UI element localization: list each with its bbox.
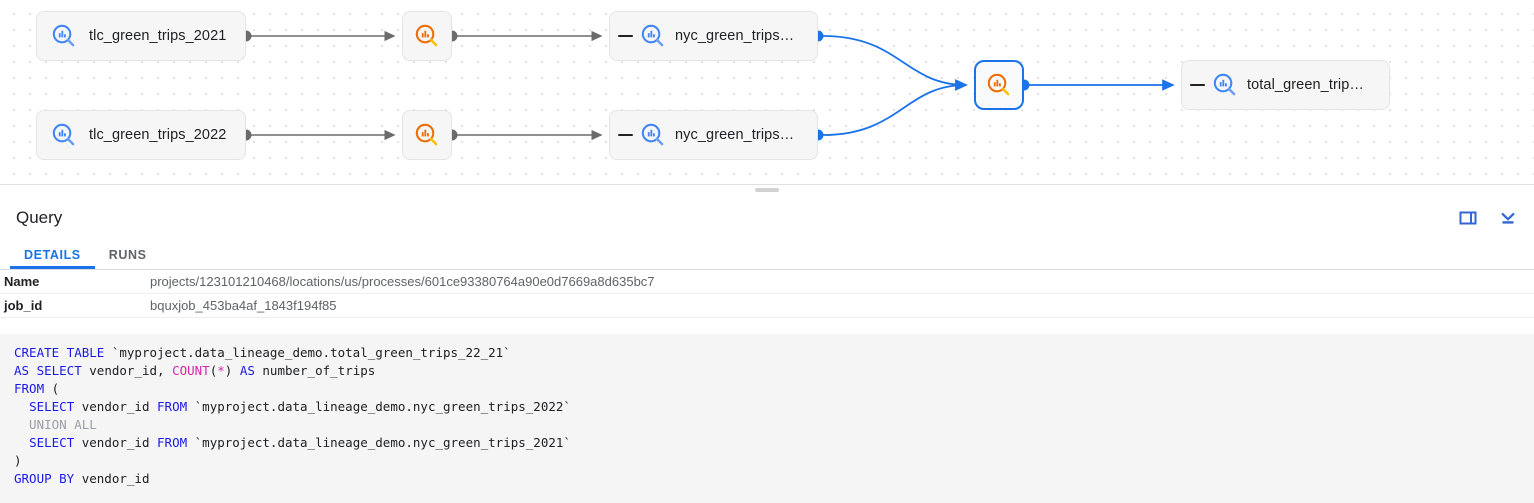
table-row: job_id bquxjob_453ba4af_1843f194f85	[0, 294, 1534, 318]
graph-node-total-green-trips[interactable]: total_green_trip…	[1181, 60, 1390, 110]
bigquery-table-icon	[1212, 72, 1238, 98]
sql-line: AS SELECT vendor_id, COUNT(*) AS number_…	[14, 363, 376, 378]
collapse-node-icon[interactable]	[1182, 83, 1212, 87]
table-row: Name projects/123101210468/locations/us/…	[0, 270, 1534, 294]
detail-value-job-id: bquxjob_453ba4af_1843f194f85	[150, 298, 337, 313]
query-details-panel: Query DETAILS RUNS Name projects/1231012…	[0, 195, 1534, 503]
bigquery-table-icon	[640, 122, 666, 148]
detail-value-name: projects/123101210468/locations/us/proce…	[150, 274, 655, 289]
collapse-node-icon[interactable]	[610, 34, 640, 38]
graph-node-tlc-green-trips-2021[interactable]: tlc_green_trips_2021	[36, 11, 246, 61]
sql-line: SELECT vendor_id FROM `myproject.data_li…	[29, 399, 571, 414]
sql-line: FROM (	[14, 381, 60, 396]
bigquery-table-icon	[51, 122, 77, 148]
bigquery-process-icon	[414, 122, 440, 148]
panel-divider	[0, 184, 1534, 195]
details-table: Name projects/123101210468/locations/us/…	[0, 270, 1534, 318]
graph-node-label: nyc_green_trips…	[675, 127, 795, 143]
graph-node-label: total_green_trip…	[1247, 77, 1364, 93]
graph-node-label: tlc_green_trips_2021	[89, 28, 227, 44]
sql-line: CREATE TABLE `myproject.data_lineage_dem…	[14, 345, 511, 360]
lineage-graph-canvas[interactable]: tlc_green_trips_2021 tlc_green_trips_202…	[0, 0, 1534, 184]
tab-runs[interactable]: RUNS	[108, 247, 147, 262]
sql-code-block[interactable]: CREATE TABLE `myproject.data_lineage_dem…	[0, 334, 1534, 503]
graph-node-process-2022[interactable]	[402, 110, 452, 160]
bigquery-table-icon	[51, 23, 77, 49]
graph-node-process-union-selected[interactable]	[974, 60, 1024, 110]
sql-line: SELECT vendor_id FROM `myproject.data_li…	[29, 435, 571, 450]
graph-node-nyc-green-trips-2021[interactable]: nyc_green_trips…	[609, 11, 818, 61]
page-title: Query	[16, 208, 63, 227]
detail-key-name: Name	[4, 274, 40, 289]
bigquery-process-icon	[986, 72, 1012, 98]
collapse-panel-icon[interactable]	[1494, 204, 1522, 232]
bigquery-process-icon	[414, 23, 440, 49]
graph-node-process-2021[interactable]	[402, 11, 452, 61]
sql-line: )	[14, 453, 22, 468]
panel-header-actions	[1454, 204, 1522, 232]
sql-line: UNION ALL	[14, 417, 97, 432]
collapse-node-icon[interactable]	[610, 133, 640, 137]
tab-details[interactable]: DETAILS	[10, 240, 95, 269]
graph-node-tlc-green-trips-2022[interactable]: tlc_green_trips_2022	[36, 110, 246, 160]
sql-line: GROUP BY vendor_id	[14, 471, 150, 486]
graph-node-label: nyc_green_trips…	[675, 28, 795, 44]
graph-node-nyc-green-trips-2022[interactable]: nyc_green_trips…	[609, 110, 818, 160]
split-pane-icon[interactable]	[1454, 204, 1482, 232]
query-panel-header: Query	[0, 195, 1534, 241]
detail-key-job-id: job_id	[4, 298, 43, 313]
bigquery-table-icon	[640, 23, 666, 49]
panel-drag-handle[interactable]	[755, 188, 779, 192]
query-panel-tabs[interactable]: DETAILS RUNS	[0, 241, 1534, 270]
graph-node-label: tlc_green_trips_2022	[89, 127, 227, 143]
